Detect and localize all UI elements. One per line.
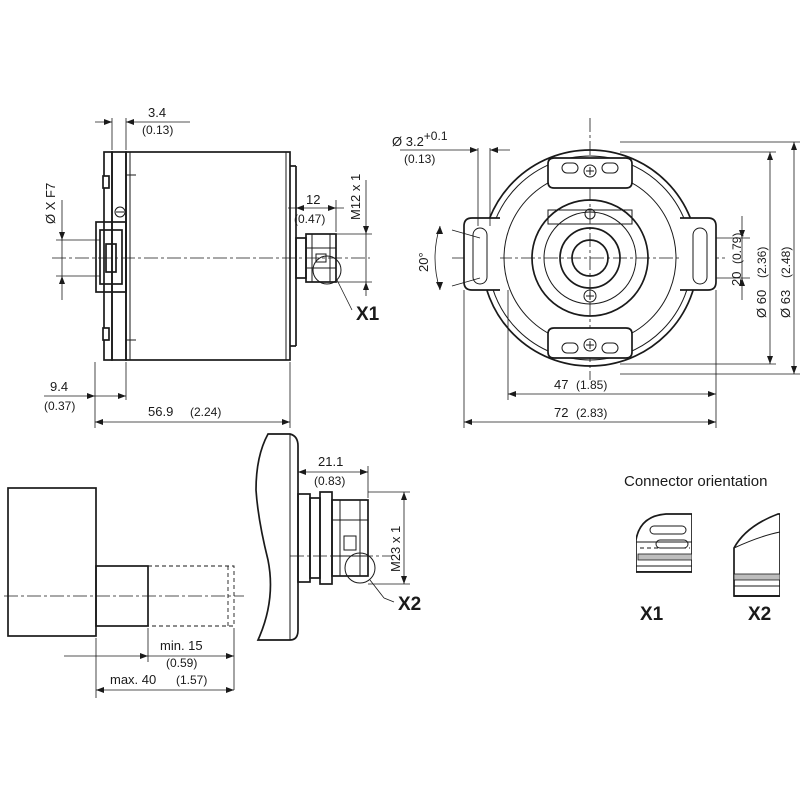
- dim-d63-inch: (2.48): [779, 247, 793, 278]
- shaft-view: min. 15 (0.59) max. 40 (1.57): [4, 487, 244, 698]
- dim-21-1: 21.1: [318, 454, 343, 469]
- dim-hole-inch: (0.13): [404, 152, 435, 166]
- side-view: X1 3.4 (0.13) Ø X F7 12 (0.47) M12 x 1: [43, 105, 380, 428]
- dim-47-inch: (1.85): [576, 378, 607, 392]
- orientation-title: Connector orientation: [624, 473, 767, 490]
- dim-max-40-inch: (1.57): [176, 673, 207, 687]
- connector-orientation: Connector orientation X1 X2: [624, 473, 780, 625]
- connector-view: X2 21.1 (0.83) M23 x 1: [255, 433, 421, 641]
- dim-3-4: 3.4: [148, 105, 166, 120]
- orientation-x1-detail: [636, 513, 692, 572]
- front-view: Ø 3.2+0.1 (0.13) 20° 20 (0.79) Ø 60 (2.3…: [392, 118, 800, 428]
- dim-hole: Ø 3.2+0.1: [392, 129, 448, 149]
- dim-d63: Ø 63: [778, 290, 793, 318]
- dim-3-4-inch: (0.13): [142, 123, 173, 137]
- orientation-x1-label: X1: [640, 604, 664, 625]
- dim-56-9: 56.9: [148, 404, 173, 419]
- dim-9-4-inch: (0.37): [44, 399, 75, 413]
- dim-56-9-inch: (2.24): [190, 405, 221, 419]
- dim-72-inch: (2.83): [576, 406, 607, 420]
- dim-angle: 20°: [416, 252, 431, 272]
- orientation-x2-label: X2: [748, 604, 771, 625]
- dim-9-4: 9.4: [50, 379, 68, 394]
- dim-min-15: min. 15: [160, 638, 203, 653]
- dim-d60-inch: (2.36): [755, 247, 769, 278]
- dim-21-1-inch: (0.83): [314, 474, 345, 488]
- dim-bore: Ø X F7: [43, 183, 58, 224]
- dim-m23-thread: M23 x 1: [388, 526, 403, 572]
- dim-12-inch: (0.47): [294, 212, 325, 226]
- x2-callout: X2: [398, 594, 421, 615]
- dim-max-40: max. 40: [110, 672, 156, 687]
- dim-m12-thread: M12 x 1: [348, 174, 363, 220]
- dim-47: 47: [554, 377, 568, 392]
- dim-d60: Ø 60: [754, 290, 769, 318]
- dim-20: 20: [729, 272, 744, 286]
- orientation-x2-detail: [733, 513, 780, 597]
- dim-min-15-inch: (0.59): [166, 656, 197, 670]
- dim-72: 72: [554, 405, 568, 420]
- x1-callout: X1: [356, 304, 380, 325]
- dim-12: 12: [306, 192, 320, 207]
- dim-20-inch: (0.79): [730, 233, 744, 264]
